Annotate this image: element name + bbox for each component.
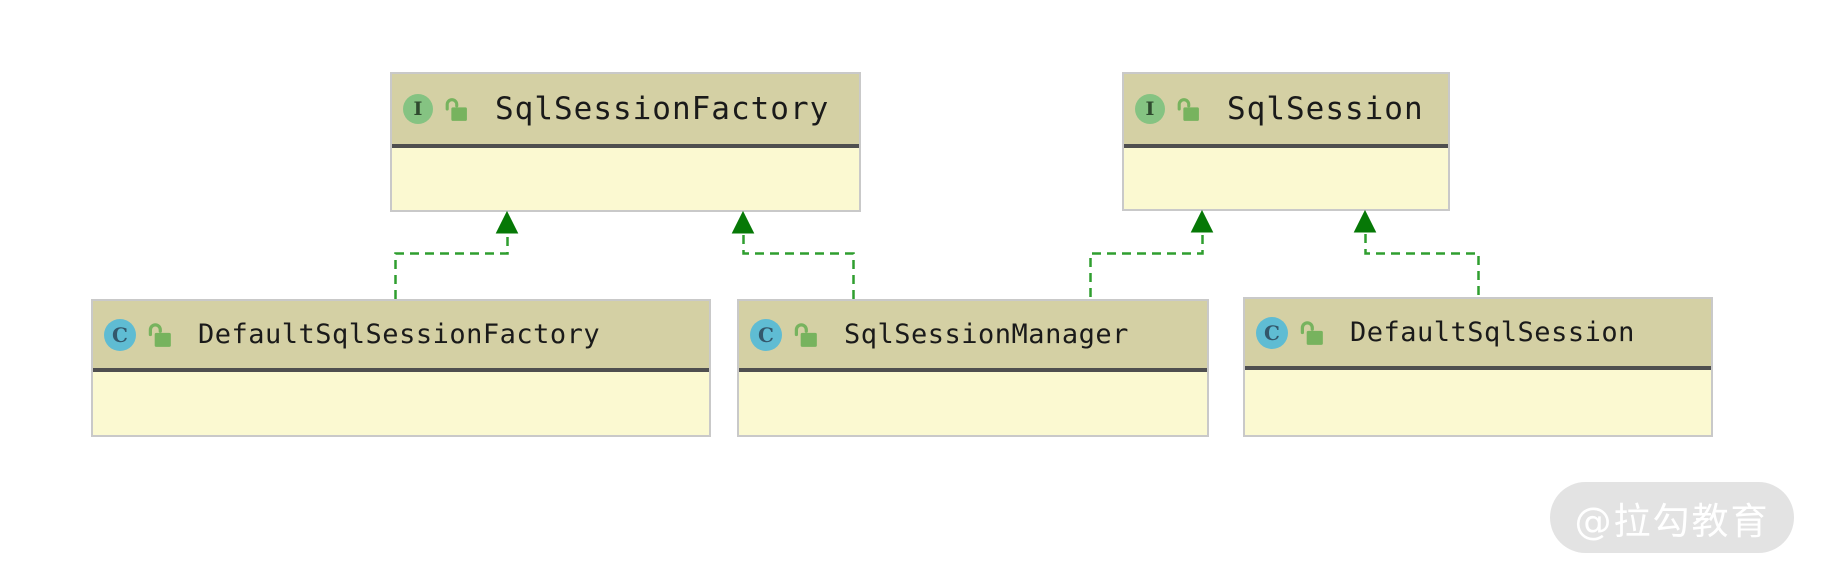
class-node-defaultsqlsession[interactable]: C DefaultSqlSession bbox=[1243, 297, 1713, 437]
unlocked-padlock-icon bbox=[794, 322, 817, 347]
node-header[interactable]: C SqlSessionManager bbox=[739, 301, 1207, 372]
class-node-sqlsession[interactable]: I SqlSession bbox=[1122, 72, 1450, 211]
edge-line bbox=[1364, 230, 1480, 295]
interface-icon: I bbox=[403, 94, 433, 124]
edge-line bbox=[394, 231, 509, 299]
node-header[interactable]: I SqlSessionFactory bbox=[392, 74, 859, 148]
edge-arrowhead bbox=[1190, 209, 1214, 233]
node-label: SqlSession bbox=[1227, 91, 1424, 127]
class-icon-letter: C bbox=[758, 322, 774, 347]
interface-icon-letter: I bbox=[413, 98, 423, 120]
watermark-text: @拉勾教育 bbox=[1574, 499, 1770, 543]
class-node-sqlsessionmanager[interactable]: C SqlSessionManager bbox=[737, 299, 1209, 437]
class-icon: C bbox=[1256, 316, 1288, 349]
node-header[interactable]: I SqlSession bbox=[1124, 74, 1448, 148]
class-icon: C bbox=[750, 318, 782, 351]
interface-icon-letter: I bbox=[1145, 98, 1155, 120]
unlocked-padlock-icon bbox=[148, 322, 171, 347]
unlocked-padlock-icon bbox=[1300, 320, 1323, 345]
edge-defaultsqlsessionfactory-to-sqlsessionfactory bbox=[394, 210, 519, 299]
class-node-sqlsessionfactory[interactable]: I SqlSessionFactory bbox=[390, 72, 861, 212]
node-header[interactable]: C DefaultSqlSessionFactory bbox=[93, 301, 709, 372]
edge-arrowhead bbox=[495, 210, 519, 234]
node-label: SqlSessionManager bbox=[844, 319, 1129, 350]
class-icon: C bbox=[104, 318, 136, 351]
class-node-defaultsqlsessionfactory[interactable]: C DefaultSqlSessionFactory bbox=[91, 299, 711, 437]
edge-defaultsqlsession-to-sqlsession bbox=[1353, 209, 1480, 295]
node-label: DefaultSqlSession bbox=[1350, 317, 1635, 348]
node-label: SqlSessionFactory bbox=[495, 91, 830, 127]
edge-sqlsessionmanager-to-sqlsessionfactory bbox=[731, 210, 855, 299]
node-header[interactable]: C DefaultSqlSession bbox=[1245, 299, 1711, 370]
edge-line bbox=[742, 231, 855, 299]
edge-line bbox=[1089, 230, 1204, 297]
edge-arrowhead bbox=[731, 210, 755, 234]
interface-icon: I bbox=[1135, 94, 1165, 124]
watermark-badge: @拉勾教育 bbox=[1550, 482, 1794, 553]
node-label: DefaultSqlSessionFactory bbox=[198, 319, 601, 350]
edge-sqlsessionmanager-to-sqlsession bbox=[1089, 209, 1214, 297]
unlocked-padlock-icon bbox=[445, 97, 467, 121]
class-icon-letter: C bbox=[1264, 320, 1280, 345]
class-icon-letter: C bbox=[112, 322, 128, 347]
unlocked-padlock-icon bbox=[1177, 97, 1199, 121]
edge-arrowhead bbox=[1353, 209, 1377, 233]
